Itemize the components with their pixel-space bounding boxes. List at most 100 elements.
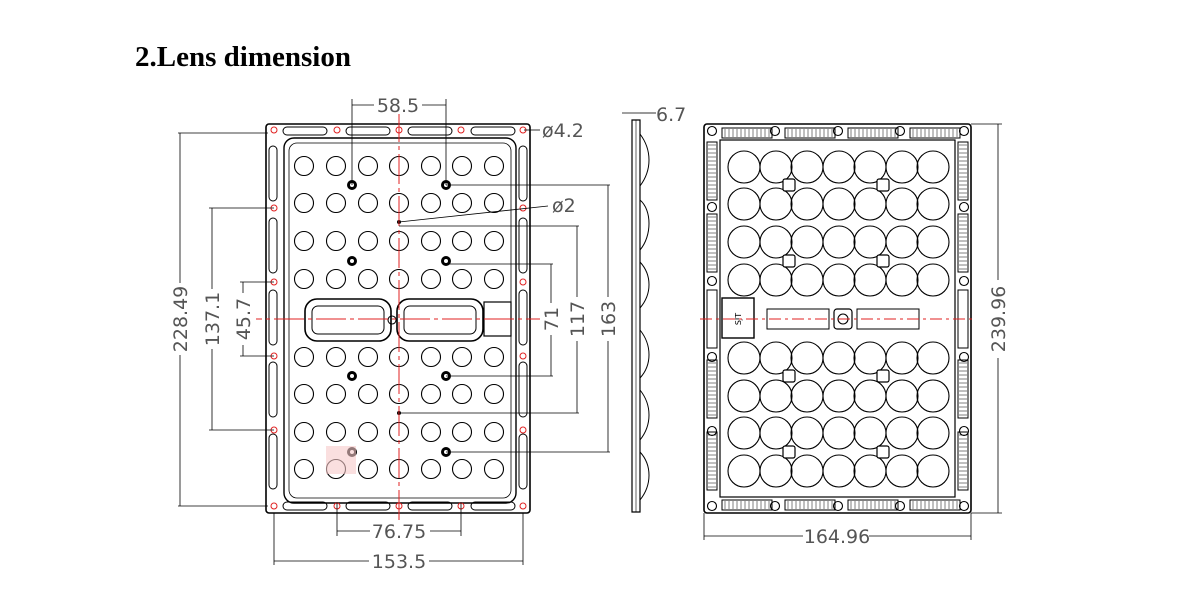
back-lens-circle bbox=[885, 379, 919, 413]
rail-bar bbox=[957, 359, 969, 419]
edge-slot bbox=[518, 289, 528, 346]
perimeter-hole bbox=[958, 275, 970, 287]
lens-circle bbox=[357, 268, 379, 290]
back-marking: SJT bbox=[734, 313, 743, 325]
front-highlight-mark bbox=[326, 446, 356, 474]
front-window-right-inner bbox=[403, 305, 477, 335]
front-window-left bbox=[304, 298, 392, 342]
back-square-boss bbox=[876, 369, 890, 383]
lens-circle bbox=[357, 346, 379, 368]
back-edge-rails bbox=[706, 125, 970, 512]
rail-bar bbox=[784, 499, 836, 511]
dim-71: 71 bbox=[541, 307, 563, 331]
back-lens-circle bbox=[727, 454, 761, 488]
back-slot-left bbox=[766, 308, 830, 330]
perimeter-hole bbox=[706, 425, 718, 437]
back-lens-circle bbox=[790, 454, 824, 488]
lens-circle bbox=[293, 268, 315, 290]
edge-slot bbox=[518, 361, 528, 418]
back-lens-circle bbox=[885, 341, 919, 375]
rail-bar bbox=[706, 141, 718, 201]
rail-bar bbox=[909, 499, 961, 511]
back-lens-circle bbox=[885, 454, 919, 488]
perimeter-hole bbox=[958, 125, 970, 137]
back-lens-circle bbox=[790, 187, 824, 221]
mount-hole bbox=[519, 278, 527, 286]
back-lens-circle bbox=[853, 379, 887, 413]
back-lens-circle bbox=[853, 341, 887, 375]
back-square-boss bbox=[876, 445, 890, 459]
lens-circle bbox=[325, 383, 347, 405]
lens-circle bbox=[483, 192, 505, 214]
lens-circle bbox=[451, 268, 473, 290]
edge-slot bbox=[518, 145, 528, 202]
back-square-boss bbox=[782, 445, 796, 459]
back-lens-circle bbox=[822, 454, 856, 488]
back-lens-circle bbox=[853, 187, 887, 221]
dim-163: 163 bbox=[598, 301, 620, 337]
edge-slot bbox=[407, 501, 453, 511]
edge-slot bbox=[268, 217, 278, 274]
back-lens-circle bbox=[822, 150, 856, 184]
back-square-boss bbox=[782, 369, 796, 383]
lens-circle bbox=[293, 421, 315, 443]
rail-bar bbox=[909, 127, 961, 139]
mount-hole bbox=[519, 204, 527, 212]
edge-slot bbox=[518, 217, 528, 274]
lens-circle bbox=[420, 230, 442, 252]
lens-circle bbox=[451, 458, 473, 480]
edge-slot bbox=[470, 126, 516, 136]
back-lens-circle bbox=[727, 150, 761, 184]
edge-slot bbox=[268, 361, 278, 418]
dim-228-49: 228.49 bbox=[170, 286, 192, 352]
back-lens-circle bbox=[885, 150, 919, 184]
back-lens-circle bbox=[853, 150, 887, 184]
lens-circle bbox=[325, 155, 347, 177]
lens-circle bbox=[420, 383, 442, 405]
rail-bar bbox=[706, 213, 718, 273]
lens-circle bbox=[483, 421, 505, 443]
back-lens-circle bbox=[885, 263, 919, 297]
edge-slot bbox=[268, 289, 278, 346]
lens-circle bbox=[420, 155, 442, 177]
back-lens-circle bbox=[790, 341, 824, 375]
back-lens-circle bbox=[822, 263, 856, 297]
rail-bar bbox=[847, 127, 899, 139]
back-lens-circle bbox=[790, 416, 824, 450]
rail-bar bbox=[706, 431, 718, 491]
mount-hole bbox=[519, 502, 527, 510]
lens-circle bbox=[293, 155, 315, 177]
lens-circle bbox=[293, 346, 315, 368]
edge-slot bbox=[282, 126, 328, 136]
rail-bar bbox=[847, 499, 899, 511]
edge-slot bbox=[268, 145, 278, 202]
dim-58-5: 58.5 bbox=[377, 95, 419, 117]
lens-circle bbox=[451, 155, 473, 177]
dim-6-7: 6.7 bbox=[656, 104, 686, 126]
edge-slot bbox=[407, 126, 453, 136]
dim-dia-4-2: ø4.2 bbox=[542, 120, 584, 142]
perimeter-hole bbox=[894, 125, 906, 137]
back-lens-circle bbox=[759, 225, 793, 259]
locating-hole-core bbox=[444, 259, 448, 263]
back-lens-circle bbox=[759, 454, 793, 488]
lens-circle bbox=[357, 383, 379, 405]
lens-circle bbox=[357, 192, 379, 214]
dim-dia-2: ø2 bbox=[552, 195, 576, 217]
perimeter-hole bbox=[706, 351, 718, 363]
back-lens-circle bbox=[759, 416, 793, 450]
perimeter-hole bbox=[958, 500, 970, 512]
rail-bar bbox=[957, 213, 969, 273]
perimeter-hole bbox=[706, 500, 718, 512]
lens-circle bbox=[293, 192, 315, 214]
back-lens-circle bbox=[916, 341, 950, 375]
lens-circle bbox=[483, 230, 505, 252]
rail-bar bbox=[706, 359, 718, 419]
back-lens-circle bbox=[916, 225, 950, 259]
back-square-boss bbox=[876, 254, 890, 268]
dim-117: 117 bbox=[567, 301, 589, 337]
lens-circle bbox=[483, 383, 505, 405]
mount-hole bbox=[519, 352, 527, 360]
back-lens-circle bbox=[759, 150, 793, 184]
